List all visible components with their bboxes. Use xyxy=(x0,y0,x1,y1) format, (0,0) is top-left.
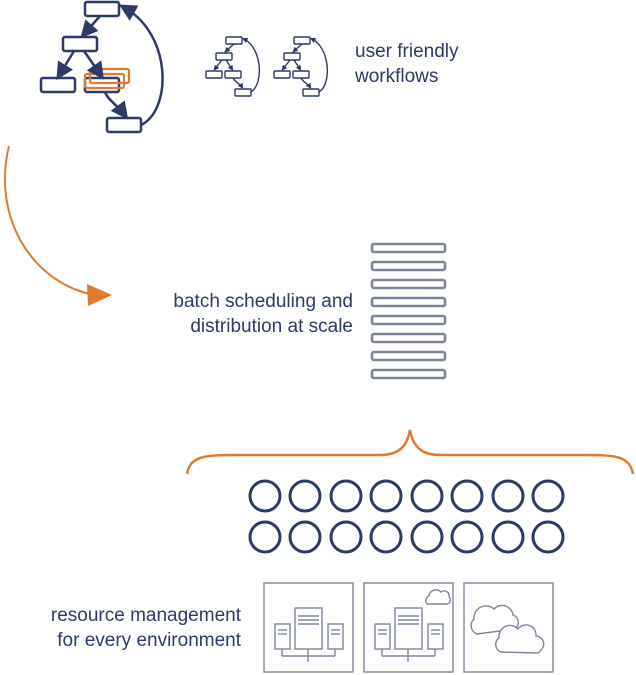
worker-slot-circle-icon xyxy=(450,520,484,554)
worker-slot-circle-icon xyxy=(410,479,444,513)
cloud-icon xyxy=(463,582,554,673)
batch-scheduling-label: batch scheduling and distribution at sca… xyxy=(120,289,353,339)
worker-slot-circle-icon xyxy=(491,520,525,554)
resource-label-line: resource management xyxy=(50,605,241,626)
resource-label-line: for every environment xyxy=(57,630,241,651)
mini-workflow-graph-icon xyxy=(205,36,261,97)
flow-arrow-icon xyxy=(4,145,112,306)
distribution-brace-icon xyxy=(185,429,635,475)
batch-label-line: batch scheduling and xyxy=(173,291,353,312)
worker-slot-circle-icon xyxy=(491,479,525,513)
worker-slot-circle-icon xyxy=(531,479,565,513)
batch-label-line: distribution at scale xyxy=(190,316,353,337)
worker-slot-circle-icon xyxy=(288,479,322,513)
worker-slot-circle-icon xyxy=(329,520,363,554)
job-queue-stack-icon xyxy=(370,242,447,380)
worker-slot-circle-icon xyxy=(248,479,282,513)
workflows-label-line: workflows xyxy=(355,66,439,87)
worker-slot-circle-icon xyxy=(369,479,403,513)
hybrid-servers-cloud-icon xyxy=(363,582,454,673)
worker-slot-circle-icon xyxy=(410,520,444,554)
on-premise-servers-icon xyxy=(263,582,354,673)
workflows-label-line: user friendly xyxy=(355,41,459,62)
resource-management-label: resource management for every environmen… xyxy=(8,603,241,653)
workflow-graph-icon xyxy=(39,0,164,134)
worker-slot-circle-icon xyxy=(248,520,282,554)
workflows-label: user friendly workflows xyxy=(355,39,459,89)
mini-workflow-graph-icon xyxy=(273,36,329,97)
worker-slot-circle-icon xyxy=(369,520,403,554)
worker-slot-circle-icon xyxy=(531,520,565,554)
worker-slot-circle-icon xyxy=(450,479,484,513)
worker-slot-circle-icon xyxy=(329,479,363,513)
worker-slot-grid xyxy=(248,479,565,554)
worker-slot-circle-icon xyxy=(288,520,322,554)
